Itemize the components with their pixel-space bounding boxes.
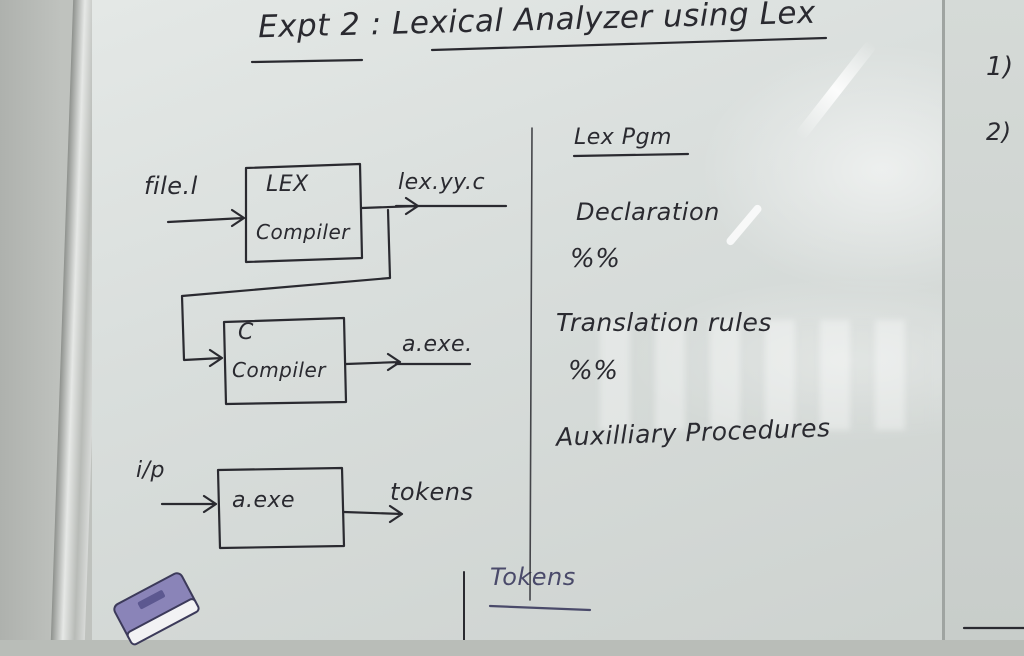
input-arrow [166,208,246,228]
lex-program-heading: Lex Pgm [574,125,672,150]
title-underline [250,58,364,64]
lex-compiler-line-1: LEX [266,172,309,197]
c-compiler-line-2: Compiler [232,358,327,382]
side-mark-2: 2) [986,118,1012,146]
loop-connector [180,208,392,368]
c-output-label: a.exe. [402,332,473,357]
window-reflection [600,320,930,430]
tokens-underline [488,604,592,612]
lex-compiler-box [244,162,364,264]
lex-separator-1: %% [570,244,621,274]
c-compiler-line-1: C [238,320,254,345]
lex-section-declaration: Declaration [576,198,720,226]
lex-heading-underline [572,152,690,158]
run-input-arrow [160,494,218,514]
side-mark-1: 1) [986,52,1014,82]
lex-output-label: lex.yy.c [398,170,486,195]
ink-strokes [160,36,1024,640]
run-output-label: tokens [390,478,474,506]
title-underline-long [430,36,828,52]
lex-separator-2: %% [568,356,619,386]
input-file-label: file.l [144,172,198,200]
c-compiler-box [222,316,348,406]
adjacent-board [945,0,1024,640]
c-output-arrow [344,352,402,372]
run-box-label: a.exe [232,488,296,513]
section-divider [529,127,533,601]
lex-section-rules: Translation rules [556,308,772,337]
run-output-arrow [342,504,404,524]
run-box [216,466,346,550]
board-seam [942,0,945,640]
whiteboard [92,0,1024,640]
lex-compiler-line-2: Compiler [256,220,351,244]
run-input-label: i/p [136,458,165,483]
tokens-heading: Tokens [490,563,576,591]
